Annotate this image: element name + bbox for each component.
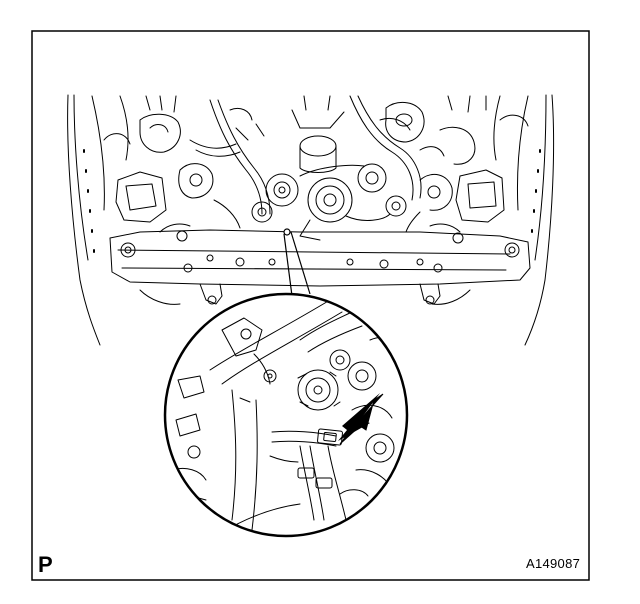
figure-border (32, 31, 589, 580)
main-view (68, 95, 554, 345)
figure-id: A149087 (526, 556, 581, 571)
callout-leader (284, 229, 310, 296)
corner-mark: P (38, 552, 53, 577)
arrow-pointer-icon (338, 393, 383, 444)
detail-magnified-view (165, 294, 407, 540)
